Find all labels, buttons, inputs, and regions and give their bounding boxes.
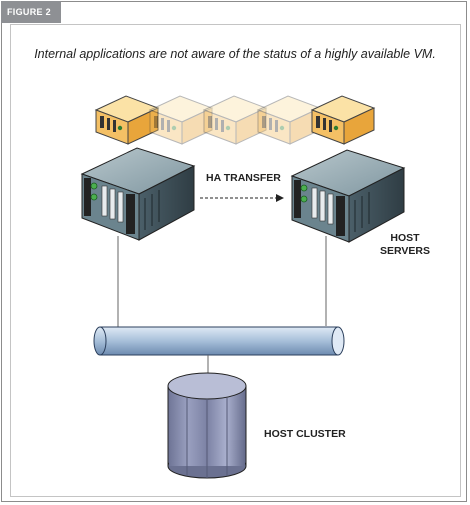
vm-ghost-icon (257, 95, 321, 145)
host-cluster-label: HOST CLUSTER (264, 428, 346, 440)
host-servers-label: HOST SERVERS (380, 232, 430, 258)
arrow-head-icon (276, 194, 284, 202)
vm-row (95, 95, 375, 145)
vm-ghost-icon (149, 95, 213, 145)
vm-ghost-icon (203, 95, 267, 145)
figure-tag: FIGURE 2 (1, 1, 61, 23)
figure-caption: Internal applications are not aware of t… (34, 47, 436, 61)
network-pipe (93, 326, 345, 356)
host-server-left-icon (81, 147, 195, 241)
ha-transfer-label: HA TRANSFER (206, 172, 281, 184)
vm-icon (95, 95, 159, 145)
figure-panel (10, 24, 461, 497)
host-server-right-icon (291, 149, 405, 243)
host-servers-label-line1: HOST (390, 232, 420, 244)
host-servers-label-line2: SERVERS (380, 245, 430, 257)
vm-icon (311, 95, 375, 145)
storage-cylinder-icon (167, 372, 247, 479)
